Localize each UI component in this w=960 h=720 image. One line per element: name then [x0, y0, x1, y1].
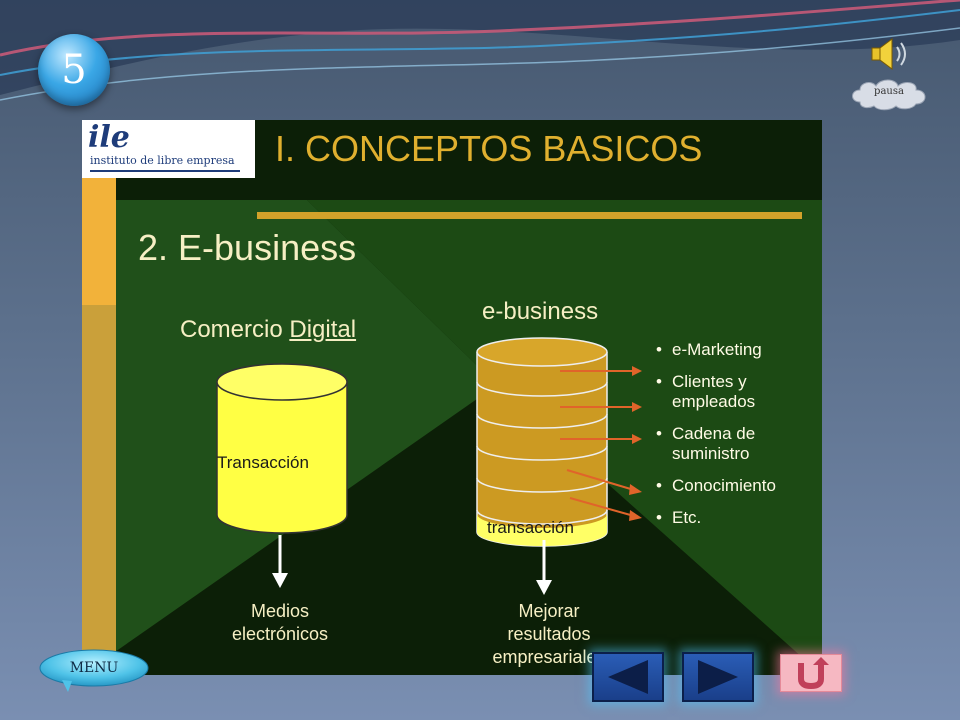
right-result-text: Mejorar resultados empresariales [474, 600, 624, 669]
comercio-digital-underlined: Digital [289, 316, 357, 343]
ile-logo: ile instituto de libre empresa [82, 120, 255, 178]
menu-bubble-icon [39, 649, 149, 692]
menu-button[interactable]: MENU [38, 648, 150, 692]
bullet-item: Clientes y empleados [654, 372, 822, 412]
next-button[interactable] [682, 652, 754, 702]
u-turn-icon [798, 657, 829, 690]
pause-button[interactable]: pausa [848, 76, 930, 112]
return-button[interactable] [780, 654, 842, 692]
cloud-icon [852, 79, 926, 111]
right-cylinder-label: transacción [487, 518, 574, 537]
logo-mark: ile [88, 120, 130, 155]
left-result-line: electrónicos [231, 624, 329, 644]
triangle-right-icon [698, 660, 738, 694]
title-rule [257, 212, 802, 219]
logo-underline [90, 170, 240, 172]
right-result-line: Mejorar [518, 601, 580, 621]
comercio-digital-label: Comercio Digital [180, 316, 356, 344]
bullet-item: e-Marketing [654, 340, 822, 360]
slide-title: I. CONCEPTOS BASICOS [275, 128, 703, 169]
slide-subtitle: 2. E-business [138, 227, 357, 268]
diagram-graphics [216, 337, 642, 595]
bullet-item: Cadena de suministro [654, 424, 822, 464]
page-number-badge: 5 [38, 34, 110, 106]
triangle-left-icon [608, 660, 648, 694]
logo-name: instituto de libre empresa [90, 154, 235, 167]
right-cylinder-stack [476, 337, 608, 547]
comercio-prefix: Comercio [180, 316, 290, 343]
right-down-arrow [536, 540, 552, 595]
ebusiness-label: e-business [482, 298, 599, 325]
right-result-line: resultados [507, 624, 591, 644]
bullet-item: Conocimiento [654, 476, 822, 496]
menu-label: MENU [69, 660, 119, 676]
prev-button[interactable] [592, 652, 664, 702]
left-down-arrow [272, 535, 288, 588]
orange-arrows [560, 366, 642, 521]
ebusiness-bullets: e-Marketing Clientes y empleados Cadena … [654, 340, 822, 540]
left-cylinder [216, 363, 348, 534]
speaker-icon[interactable] [868, 36, 912, 72]
bullet-item: Etc. [654, 508, 822, 528]
pause-label: pausa [874, 86, 904, 97]
left-result-text: Medios electrónicos [210, 600, 350, 646]
left-result-line: Medios [250, 601, 310, 621]
left-cylinder-label: Transacción [217, 453, 309, 472]
right-result-line: empresariales [492, 647, 606, 667]
slide-panel: ile instituto de libre empresa I. CONCEP… [82, 120, 822, 675]
header-swoosh [0, 0, 960, 101]
